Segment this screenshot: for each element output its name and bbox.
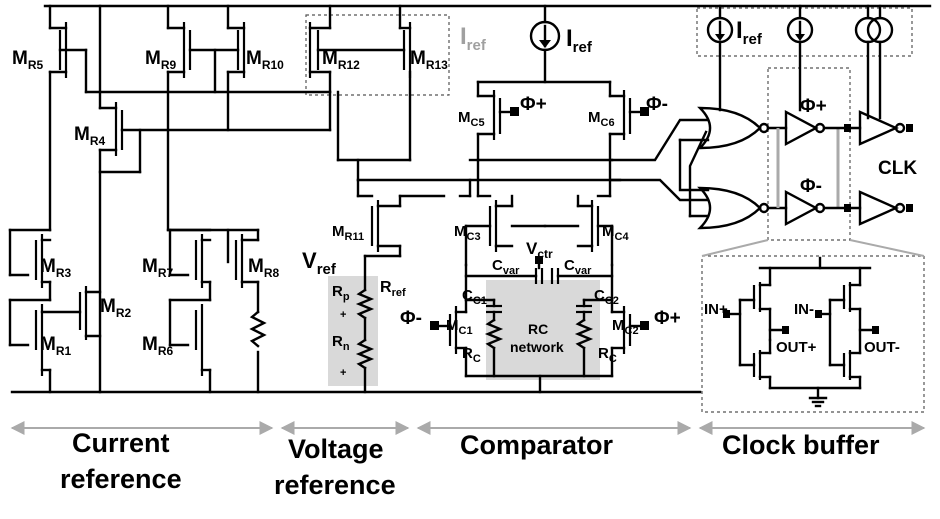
section-voltage-reference-2: reference bbox=[274, 470, 396, 500]
cvar-left-label: Cvar bbox=[492, 257, 520, 277]
label-mr2: MR2 bbox=[100, 296, 131, 320]
cc1-label: CC1 bbox=[462, 287, 487, 307]
section-voltage-reference-1: Voltage bbox=[288, 434, 384, 464]
in-minus-label: IN- bbox=[794, 301, 814, 318]
section-comparator: Comparator bbox=[460, 430, 614, 460]
rc-network-highlight bbox=[486, 280, 600, 380]
label-mr7: MR7 bbox=[142, 256, 173, 280]
section-current-reference-1: Current bbox=[72, 428, 170, 458]
label-mr11: MR11 bbox=[332, 223, 364, 243]
cvar-right-label: Cvar bbox=[564, 257, 592, 277]
phi-plus-mc5: Φ+ bbox=[520, 94, 547, 115]
rc-left-label: RC bbox=[462, 345, 481, 365]
phi-plus-mc2: Φ+ bbox=[654, 308, 681, 329]
rc-network-label-1: RC bbox=[528, 321, 548, 337]
out-minus-label: OUT- bbox=[864, 339, 900, 356]
label-mc1: MC1 bbox=[446, 317, 473, 337]
phi-minus-mc6: Φ- bbox=[646, 94, 668, 115]
comparator-block bbox=[430, 4, 649, 394]
iref-clock-label: Iref bbox=[736, 17, 763, 48]
out-plus-label: OUT+ bbox=[776, 339, 817, 356]
label-mr13: MR13 bbox=[410, 48, 448, 72]
label-mc6: MC6 bbox=[588, 109, 615, 129]
vref-label: Vref bbox=[302, 248, 337, 278]
label-mc2: MC2 bbox=[612, 317, 639, 337]
label-mr5: MR5 bbox=[12, 48, 43, 72]
section-clock-buffer: Clock buffer bbox=[722, 430, 880, 460]
clock-buffer-detail bbox=[723, 256, 879, 408]
voltage-reference-block bbox=[308, 4, 622, 394]
buffer-stage-box bbox=[767, 67, 851, 241]
zoom-line-left bbox=[701, 239, 769, 257]
label-mc3: MC3 bbox=[454, 223, 481, 243]
vctr-label: Vctr bbox=[526, 239, 553, 261]
mr12-mr13-group-box bbox=[305, 14, 450, 96]
voltage-divider-highlight bbox=[328, 276, 378, 386]
clk-label: CLK bbox=[878, 158, 917, 179]
label-mr1: MR1 bbox=[40, 334, 71, 358]
rref-label: Rref bbox=[380, 279, 406, 299]
buf-phi-minus: Φ- bbox=[800, 176, 822, 197]
label-mr9: MR9 bbox=[145, 48, 176, 72]
label-mc4: MC4 bbox=[602, 223, 629, 243]
phi-minus-mc1: Φ- bbox=[400, 308, 422, 329]
label-mc5: MC5 bbox=[458, 109, 485, 129]
plus-rp: + bbox=[340, 309, 346, 321]
zoom-line-right bbox=[849, 239, 925, 257]
label-mr10: MR10 bbox=[246, 48, 284, 72]
label-mr6: MR6 bbox=[142, 334, 173, 358]
plus-rn: + bbox=[340, 367, 346, 379]
in-plus-label: IN+ bbox=[704, 301, 728, 318]
label-mr12: MR12 bbox=[322, 48, 360, 72]
buf-phi-plus: Φ+ bbox=[800, 96, 827, 117]
rn-label: Rn bbox=[332, 333, 350, 353]
label-mr3: MR3 bbox=[40, 256, 71, 280]
current-reference-block bbox=[8, 4, 332, 394]
iref-comparator-label: Iref bbox=[566, 25, 593, 56]
label-mr8: MR8 bbox=[248, 256, 279, 280]
iref-gray-label: Iref bbox=[460, 23, 487, 54]
label-mr4: MR4 bbox=[74, 124, 105, 148]
section-current-reference-2: reference bbox=[60, 464, 182, 494]
clock-buffer-detail-box bbox=[701, 255, 925, 413]
rp-label: Rp bbox=[332, 283, 350, 303]
clock-output-block bbox=[468, 4, 913, 230]
rc-right-label: RC bbox=[598, 345, 617, 365]
cc2-label: CC2 bbox=[594, 287, 619, 307]
rc-network-label-2: network bbox=[510, 339, 564, 355]
